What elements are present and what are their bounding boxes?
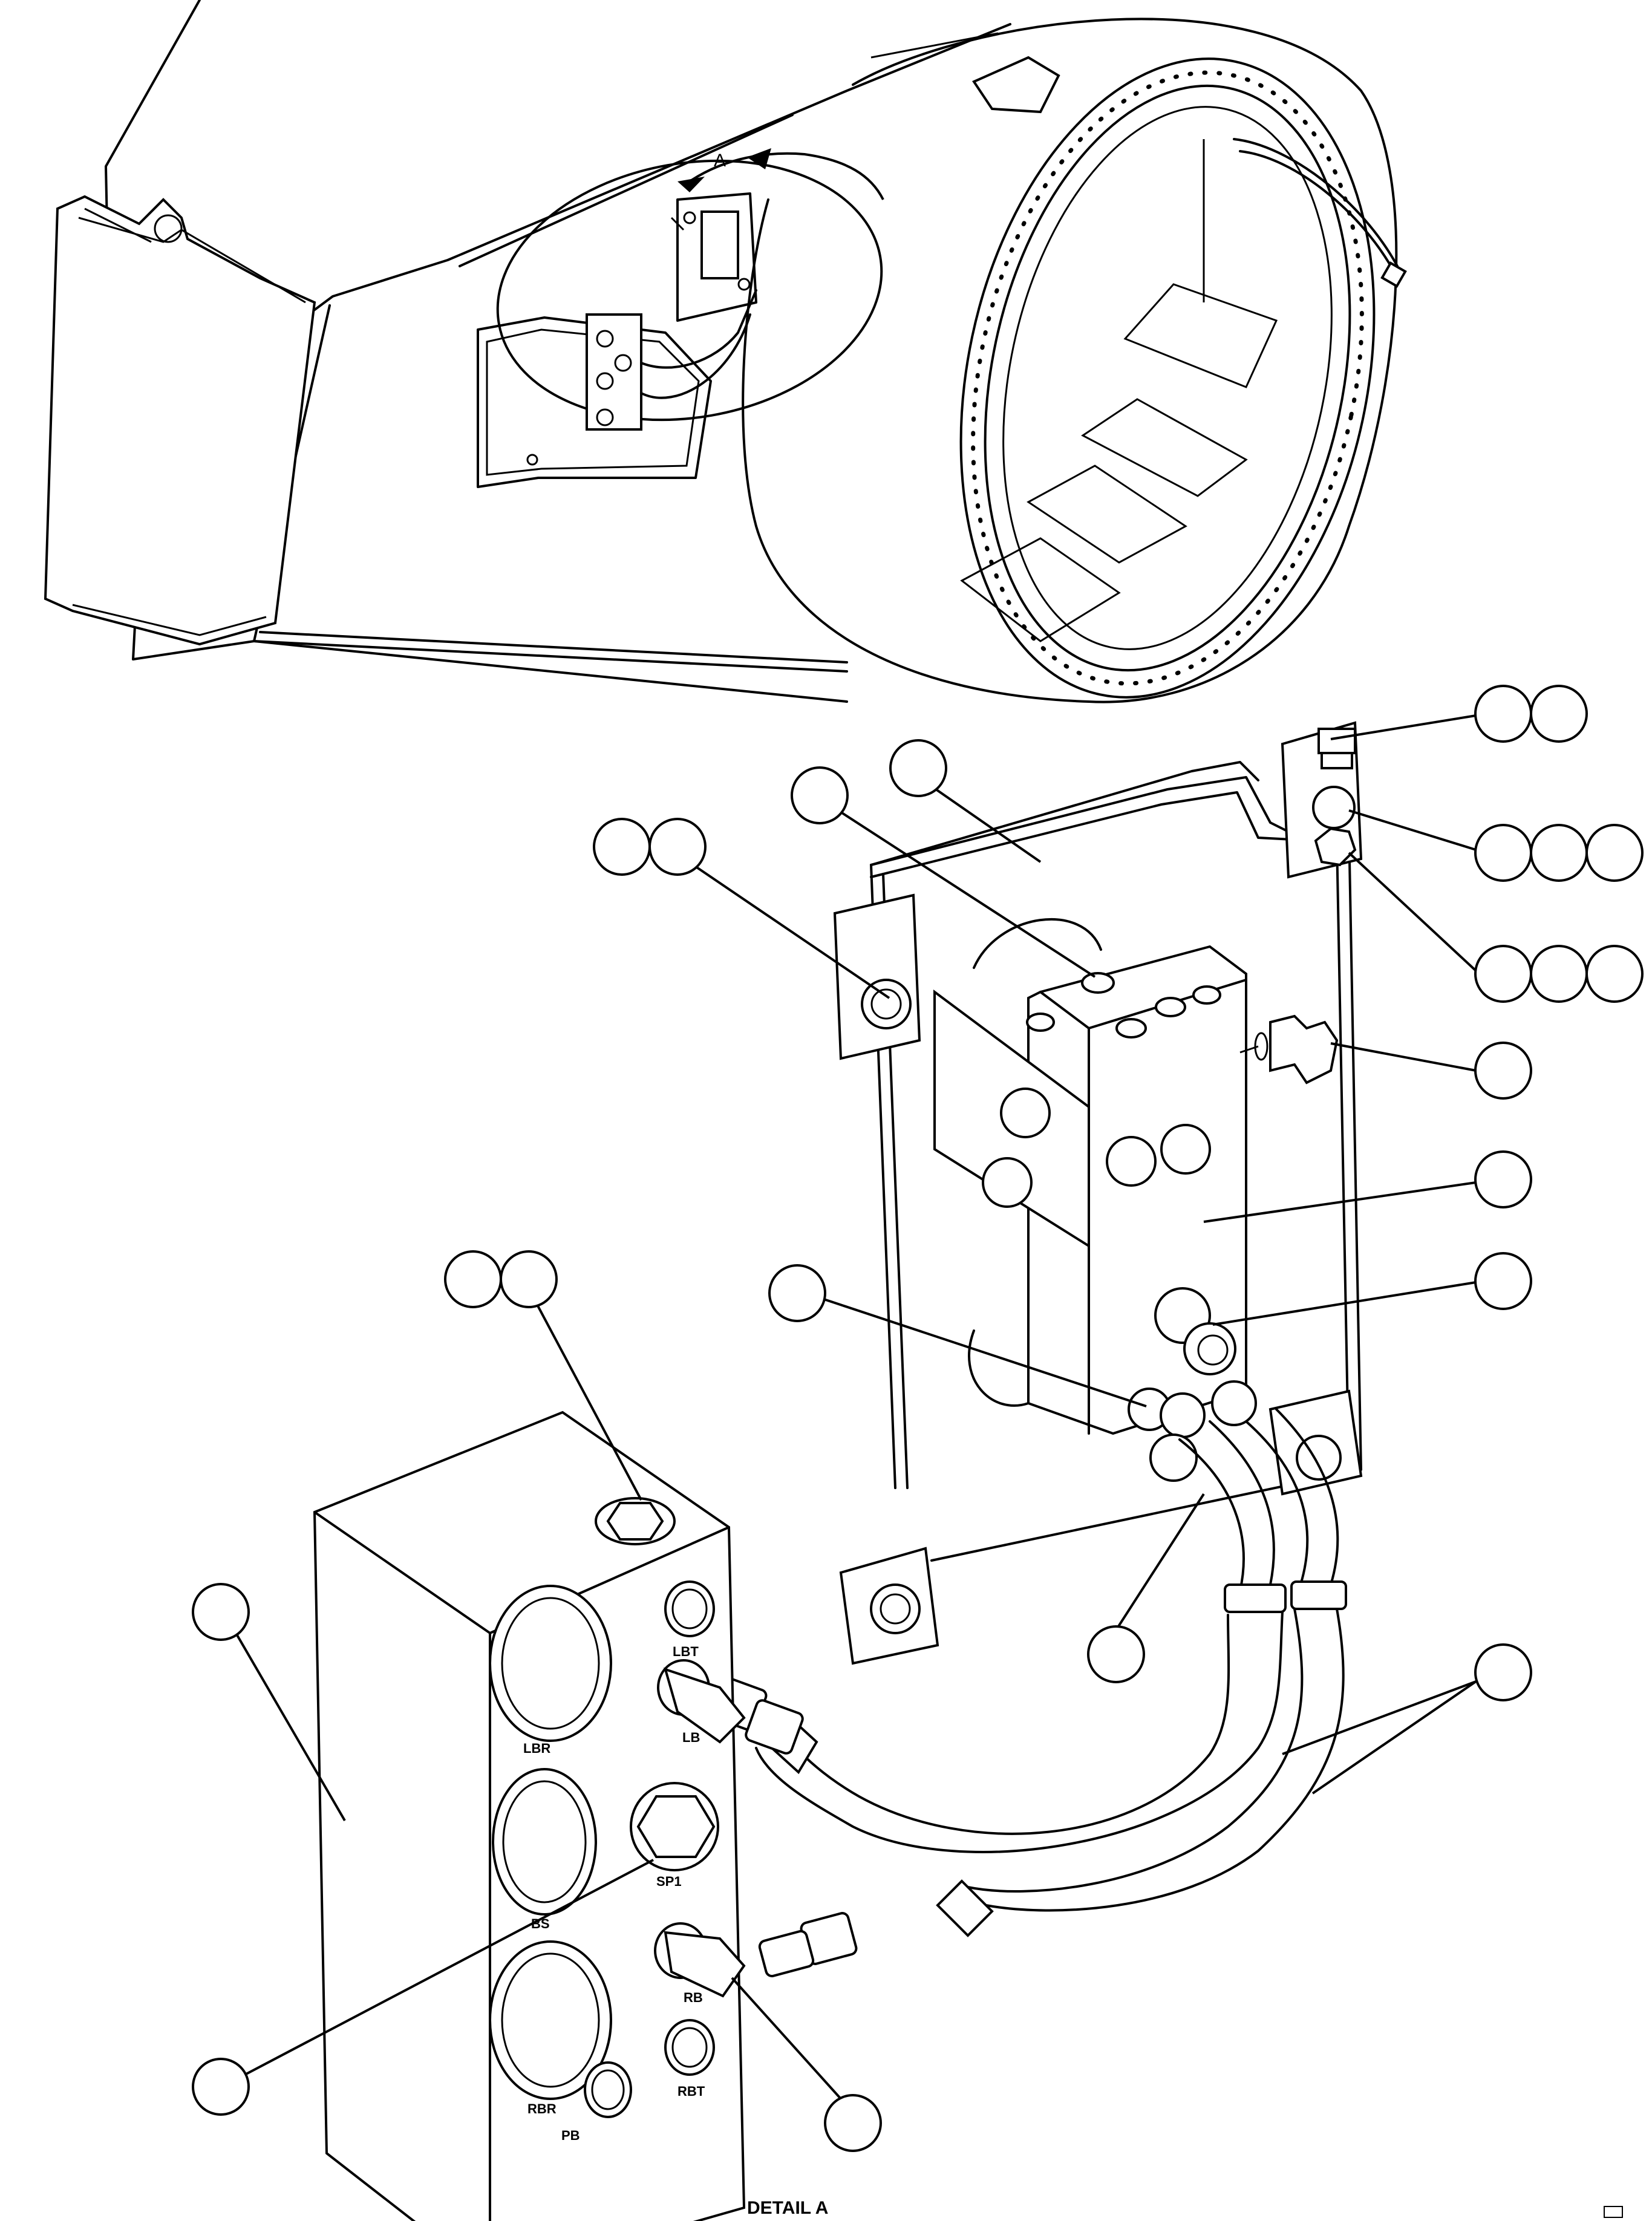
callout-bubble bbox=[768, 1264, 826, 1322]
callout-c5 bbox=[1348, 809, 1644, 882]
callout-bubble bbox=[648, 818, 707, 876]
detail-a-assembly: LBT LB LBR BS SP1 RBR RB RBT PB bbox=[192, 685, 1644, 2221]
wheel-drum bbox=[742, 18, 1407, 703]
port-label-lb: LB bbox=[682, 1730, 700, 1745]
manifold-block: LBT LB LBR BS SP1 RBR RB RBT PB bbox=[313, 1411, 746, 2221]
callout-bubble bbox=[791, 766, 849, 824]
callout-c6 bbox=[1348, 852, 1644, 1003]
callout-bubble bbox=[1474, 1643, 1532, 1701]
valve-fittings bbox=[1128, 1287, 1257, 1482]
callout-bubble bbox=[889, 739, 947, 797]
detail-caption: DETAIL A bbox=[747, 2198, 828, 2218]
hydraulic-hoses bbox=[702, 1408, 1347, 1978]
callout-bubble bbox=[1087, 1625, 1145, 1683]
callout-c9 bbox=[1212, 1252, 1532, 1326]
port-label-lbr: LBR bbox=[523, 1741, 550, 1756]
callout-bubble bbox=[1474, 945, 1532, 1003]
end-cap-plate bbox=[44, 195, 316, 646]
callout-c14 bbox=[192, 1583, 346, 1822]
callout-bubble bbox=[1530, 685, 1588, 743]
corner-code-box bbox=[1604, 2206, 1623, 2218]
callout-bubble bbox=[1530, 824, 1588, 882]
callout-bubble bbox=[1474, 685, 1532, 743]
callout-bubble bbox=[1530, 945, 1588, 1003]
callout-c10 bbox=[768, 1264, 1147, 1407]
elbow-fitting bbox=[1239, 1014, 1339, 1084]
callout-c1 bbox=[593, 818, 890, 999]
callout-c13 bbox=[1282, 1643, 1532, 1795]
callout-bubble bbox=[192, 2058, 250, 2116]
port-label-rbr: RBR bbox=[527, 2101, 557, 2116]
callout-bubble bbox=[500, 1250, 558, 1308]
port-label-lbt: LBT bbox=[673, 1644, 699, 1659]
clamp-bracket bbox=[1281, 721, 1363, 879]
callout-c12 bbox=[1087, 1493, 1205, 1683]
callout-bubble bbox=[1585, 824, 1644, 882]
cover-plate bbox=[477, 316, 712, 488]
port-label-sp1: SP1 bbox=[656, 1874, 682, 1889]
callout-c4 bbox=[1330, 685, 1588, 743]
callout-bubble bbox=[593, 818, 651, 876]
callout-c15 bbox=[192, 1859, 654, 2116]
callout-c7 bbox=[1330, 1042, 1532, 1100]
port-label-pb: PB bbox=[561, 2128, 580, 2143]
callout-c8 bbox=[1203, 1150, 1532, 1223]
callout-bubble bbox=[1474, 1042, 1532, 1100]
port-label-rb: RB bbox=[684, 1990, 703, 2005]
valve-mount-plate bbox=[933, 990, 1090, 1248]
callout-bubble bbox=[444, 1250, 502, 1308]
callout-c16 bbox=[731, 1977, 882, 2152]
callout-c3 bbox=[889, 739, 1042, 863]
callout-bubble bbox=[1474, 824, 1532, 882]
view-a-marker: A bbox=[677, 148, 884, 200]
callout-bubble bbox=[1474, 1252, 1532, 1310]
detail-a-ellipse bbox=[496, 159, 883, 431]
frame-beam bbox=[105, 0, 1011, 703]
overview-assembly: A bbox=[44, 0, 1407, 703]
callout-bubble bbox=[1585, 945, 1644, 1003]
callout-bubble bbox=[1474, 1150, 1532, 1208]
callout-bubble bbox=[192, 1583, 250, 1641]
callout-c2 bbox=[791, 766, 1096, 978]
mounting-bracket bbox=[833, 761, 1363, 1665]
callout-bubble bbox=[824, 2094, 882, 2152]
view-a-letter: A bbox=[714, 151, 726, 171]
port-label-rbt: RBT bbox=[677, 2084, 705, 2099]
callout-c11 bbox=[444, 1250, 642, 1501]
